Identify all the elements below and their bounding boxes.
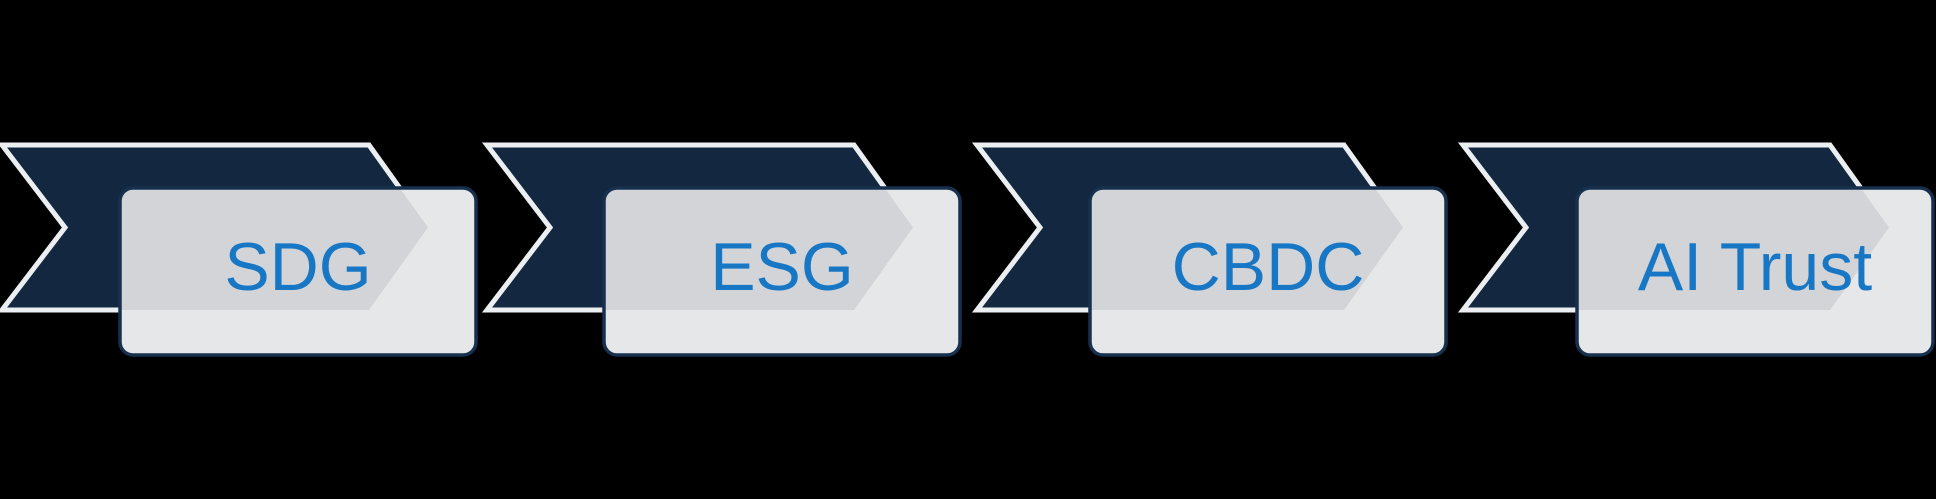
step-card-border (1088, 186, 1448, 357)
step-label: ESG (710, 229, 854, 305)
process-step: CBDC (971, 142, 1448, 357)
card-chevron-watermark (1090, 188, 1403, 310)
step-card-border (1575, 186, 1935, 357)
process-step: ESG (481, 142, 962, 357)
step-label: AI Trust (1638, 229, 1872, 305)
step-card-border (602, 186, 962, 357)
card-chevron-watermark (604, 188, 913, 310)
step-label: SDG (224, 229, 371, 305)
card-chevron-watermark (120, 188, 428, 310)
process-step: SDG (0, 142, 478, 357)
step-label: CBDC (1172, 229, 1365, 305)
card-chevron-watermark (1577, 188, 1889, 310)
process-step: AI Trust (1457, 142, 1935, 357)
step-card-border (118, 186, 478, 357)
